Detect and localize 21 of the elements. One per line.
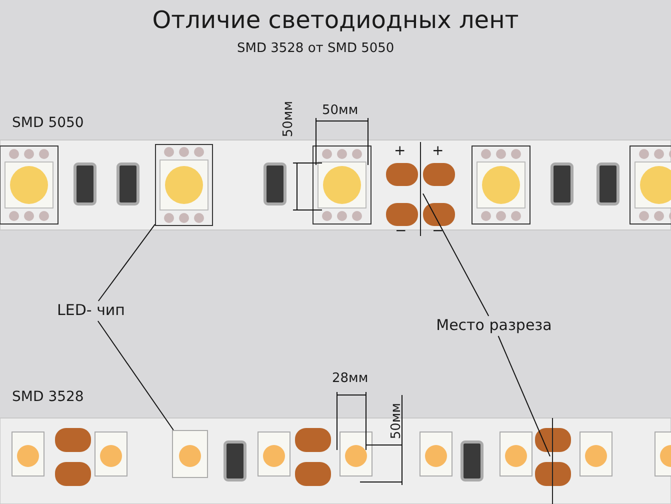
dimension-label: 50мм xyxy=(322,104,358,117)
dimension-label: 50мм xyxy=(282,101,295,138)
dimension-label: 28мм xyxy=(332,372,368,385)
polarity-sign: + xyxy=(432,144,444,158)
polarity-sign: − xyxy=(395,224,407,238)
polarity-sign: − xyxy=(432,224,444,238)
strip-label: SMD 3528 от SMD 5050 xyxy=(237,42,394,55)
title: Отличие светодиодных лент xyxy=(151,8,520,32)
dimension-label: 50мм xyxy=(390,403,403,440)
strip-label: SMD 3528 xyxy=(12,390,84,404)
cut-line xyxy=(420,142,421,236)
strip-label: SMD 5050 xyxy=(12,116,84,130)
led-chip xyxy=(155,144,213,226)
leader-line xyxy=(498,336,550,457)
leader-line xyxy=(98,224,156,302)
leader-line xyxy=(97,320,174,430)
polarity-sign: + xyxy=(394,144,406,158)
cut-line xyxy=(552,418,553,504)
led-chip xyxy=(172,430,208,478)
callout-label: Место разреза xyxy=(428,316,560,336)
callout-label: LED- чип xyxy=(48,301,134,321)
